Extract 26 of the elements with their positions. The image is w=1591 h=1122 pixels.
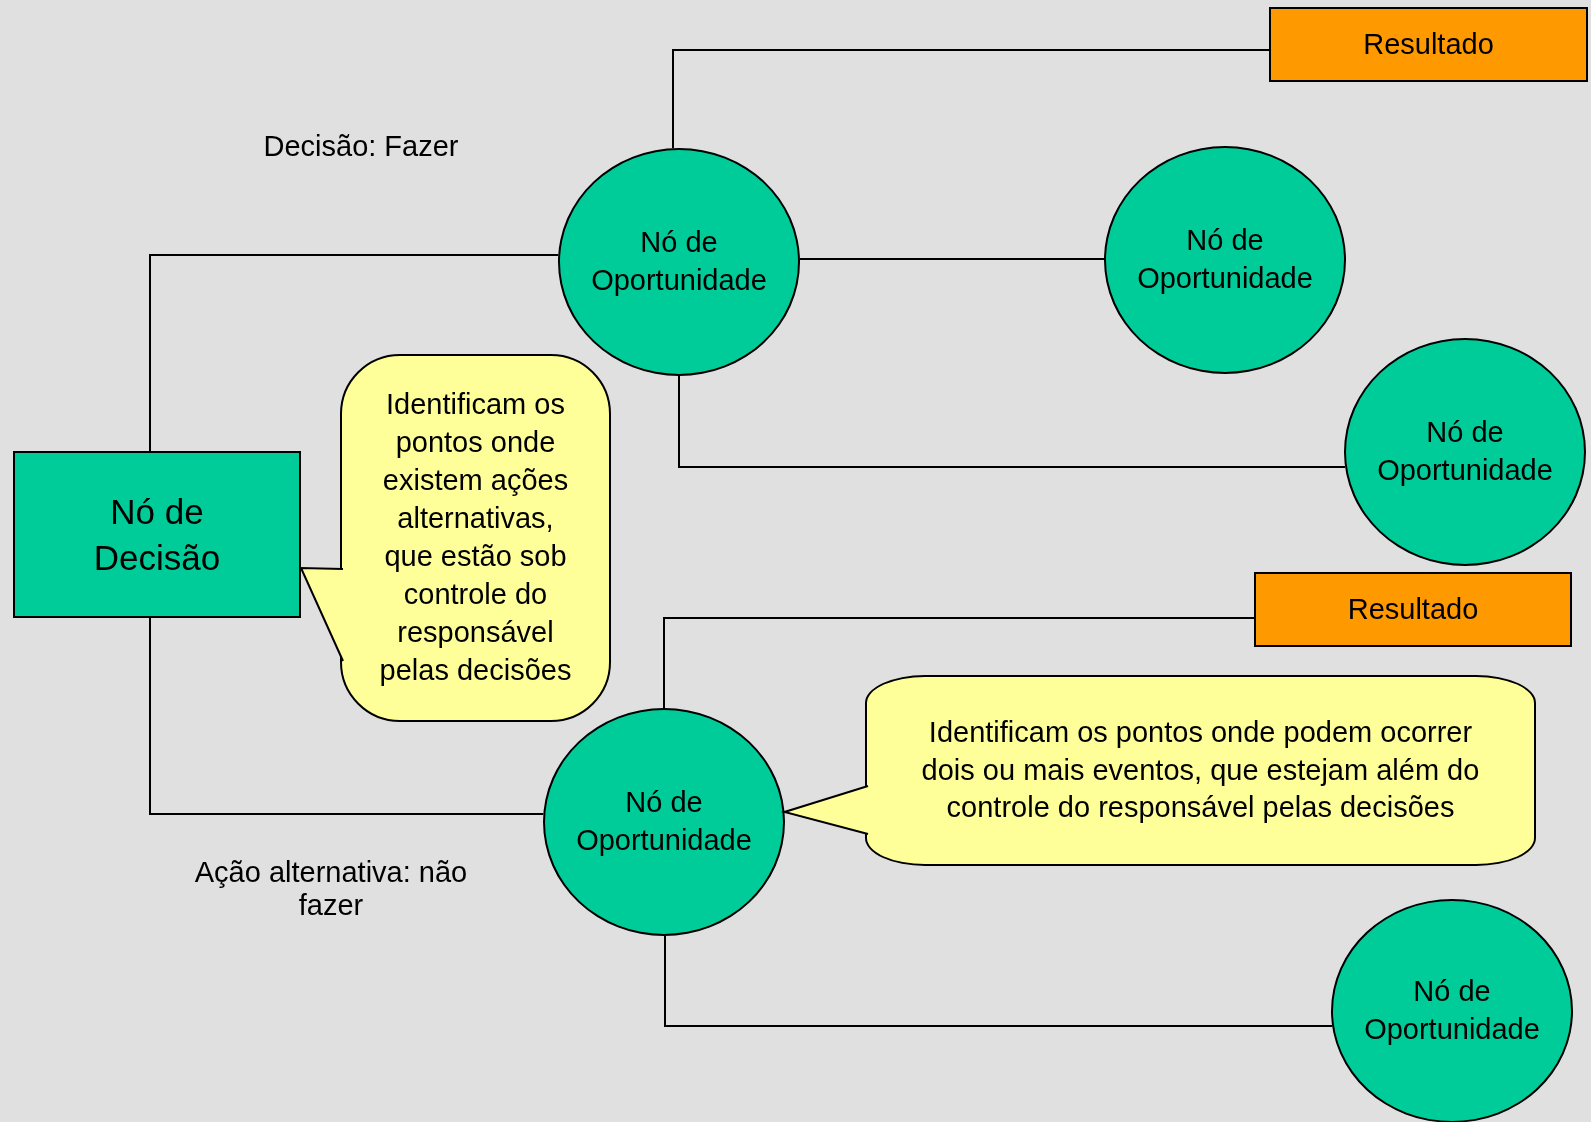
branch-line: [678, 375, 1347, 468]
branch-line: [149, 617, 545, 815]
callout-bubble: [340, 354, 611, 722]
branch-line: [149, 254, 560, 452]
result-box: [1269, 7, 1588, 82]
node-text: Nó de Oportunidade: [1363, 974, 1541, 1047]
callout-pointer: [780, 785, 869, 835]
branch-label: Decisão: Fazer: [262, 130, 460, 163]
node-text: Resultado: [1363, 26, 1494, 62]
node-text: Nó de Oportunidade: [590, 225, 768, 298]
branch-line: [664, 935, 1334, 1027]
node-text: Nó de Oportunidade: [1136, 223, 1314, 296]
node-text: Resultado: [1347, 591, 1479, 627]
node-text: Nó de Decisão: [92, 491, 222, 579]
branch-line: [798, 258, 1105, 260]
decision-node-box: [13, 451, 301, 618]
branch-line: [672, 49, 1270, 150]
node-text: Nó de Oportunidade: [1376, 415, 1554, 488]
node-text: Identificam os pontos onde podem ocorrer dois ou mais eventos, que estejam além do controle do responsável pelas decisões: [920, 714, 1481, 826]
branch-line: [663, 617, 1255, 709]
node-text: Nó de Oportunidade: [575, 785, 753, 858]
callout-pointer: [299, 566, 344, 662]
callout-bubble: [865, 675, 1536, 866]
node-text: Identificam os pontos onde existem ações alternativas, que estão sob controle do responsável pelas decisões: [378, 387, 573, 688]
result-box: [1254, 572, 1572, 647]
branch-label: Ação alternativa: não fazer: [193, 856, 469, 922]
